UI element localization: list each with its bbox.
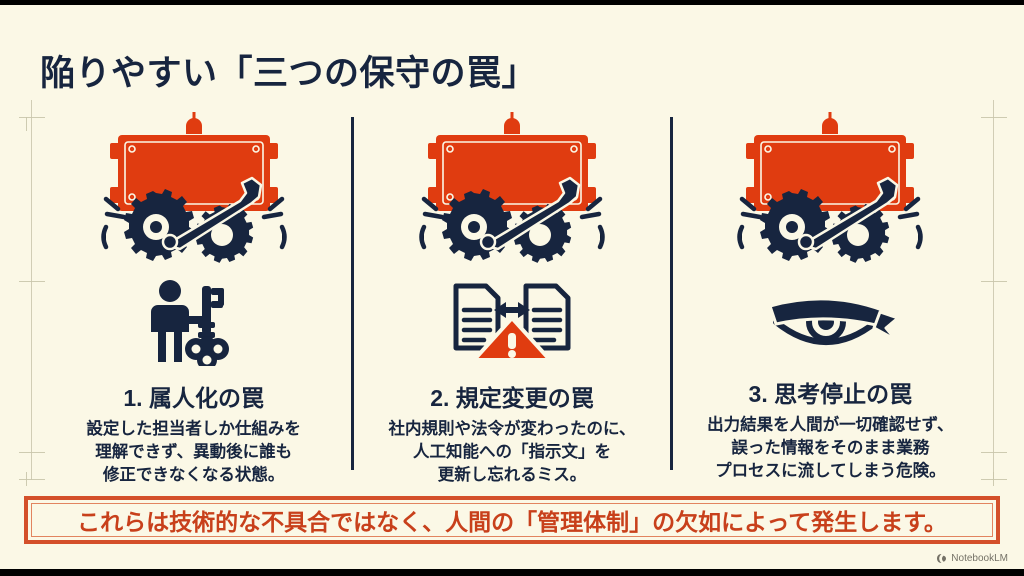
trap-column-2: 2. 規定変更の罠 社内規則や法令が変わったのに、 人工知能への「指示文」を 更…	[354, 103, 669, 484]
trap-body-3: 出力結果を人間が一切確認せず、 誤った情報をそのまま業務 プロセスに流してしまう…	[707, 416, 954, 480]
trap-column-1: 1. 属人化の罠 設定した担当者しか仕組みを 理解できず、異動後に誰も 修正でき…	[36, 103, 351, 484]
registration-tick	[981, 479, 1007, 480]
trap-body-1: 設定した担当者しか仕組みを 理解できず、異動後に誰も 修正できなくなる状態。	[86, 420, 301, 484]
registration-tick	[19, 281, 45, 282]
column-divider-1	[351, 117, 355, 470]
registration-tick	[981, 452, 1007, 453]
trap-column-3: 3. 思考停止の罠 出力結果を人間が一切確認せず、 誤った情報をそのまま業務 プ…	[673, 103, 988, 480]
guide-line-right	[993, 100, 994, 480]
letterbox-top	[0, 0, 1024, 5]
registration-tick-v	[26, 117, 27, 131]
blindfolded-eye-icon	[760, 278, 900, 367]
watermark-label: NotebookLM	[951, 553, 1008, 564]
registration-tick	[981, 281, 1007, 282]
column-divider-2	[669, 117, 673, 470]
hanging-sign-gears-wrench-icon	[94, 109, 294, 272]
registration-tick-v	[993, 472, 994, 486]
notebooklm-spiral-icon	[937, 554, 947, 563]
registration-tick-v	[26, 472, 27, 486]
trap-heading-2: 2. 規定変更の罠	[430, 385, 594, 411]
registration-tick	[19, 479, 45, 480]
trap-body-2: 社内規則や法令が変わったのに、 人工知能への「指示文」を 更新し忘れるミス。	[388, 420, 636, 484]
watermark: NotebookLM	[936, 553, 1008, 564]
banner-text: これらは技術的な不具合ではなく、人間の「管理体制」の欠如によって発生します。	[77, 509, 947, 535]
guide-line-left	[31, 100, 32, 480]
conclusion-banner: これらは技術的な不具合ではなく、人間の「管理体制」の欠如によって発生します。	[24, 496, 1000, 544]
letterbox-bottom	[0, 569, 1024, 576]
trap-heading-1: 1. 属人化の罠	[123, 385, 264, 411]
hanging-sign-gears-wrench-icon	[412, 109, 612, 272]
trap-columns: 1. 属人化の罠 設定した担当者しか仕組みを 理解できず、異動後に誰も 修正でき…	[36, 103, 988, 484]
registration-tick	[19, 117, 45, 118]
hanging-sign-gears-wrench-icon	[730, 109, 930, 272]
trap-heading-3: 3. 思考停止の罠	[748, 381, 913, 407]
documents-warning-icon	[448, 278, 576, 371]
registration-tick	[19, 452, 45, 453]
person-holding-key-icon	[138, 278, 250, 371]
registration-tick	[981, 117, 1007, 118]
page-title: 陥りやすい「三つの保守の罠」	[40, 54, 538, 94]
